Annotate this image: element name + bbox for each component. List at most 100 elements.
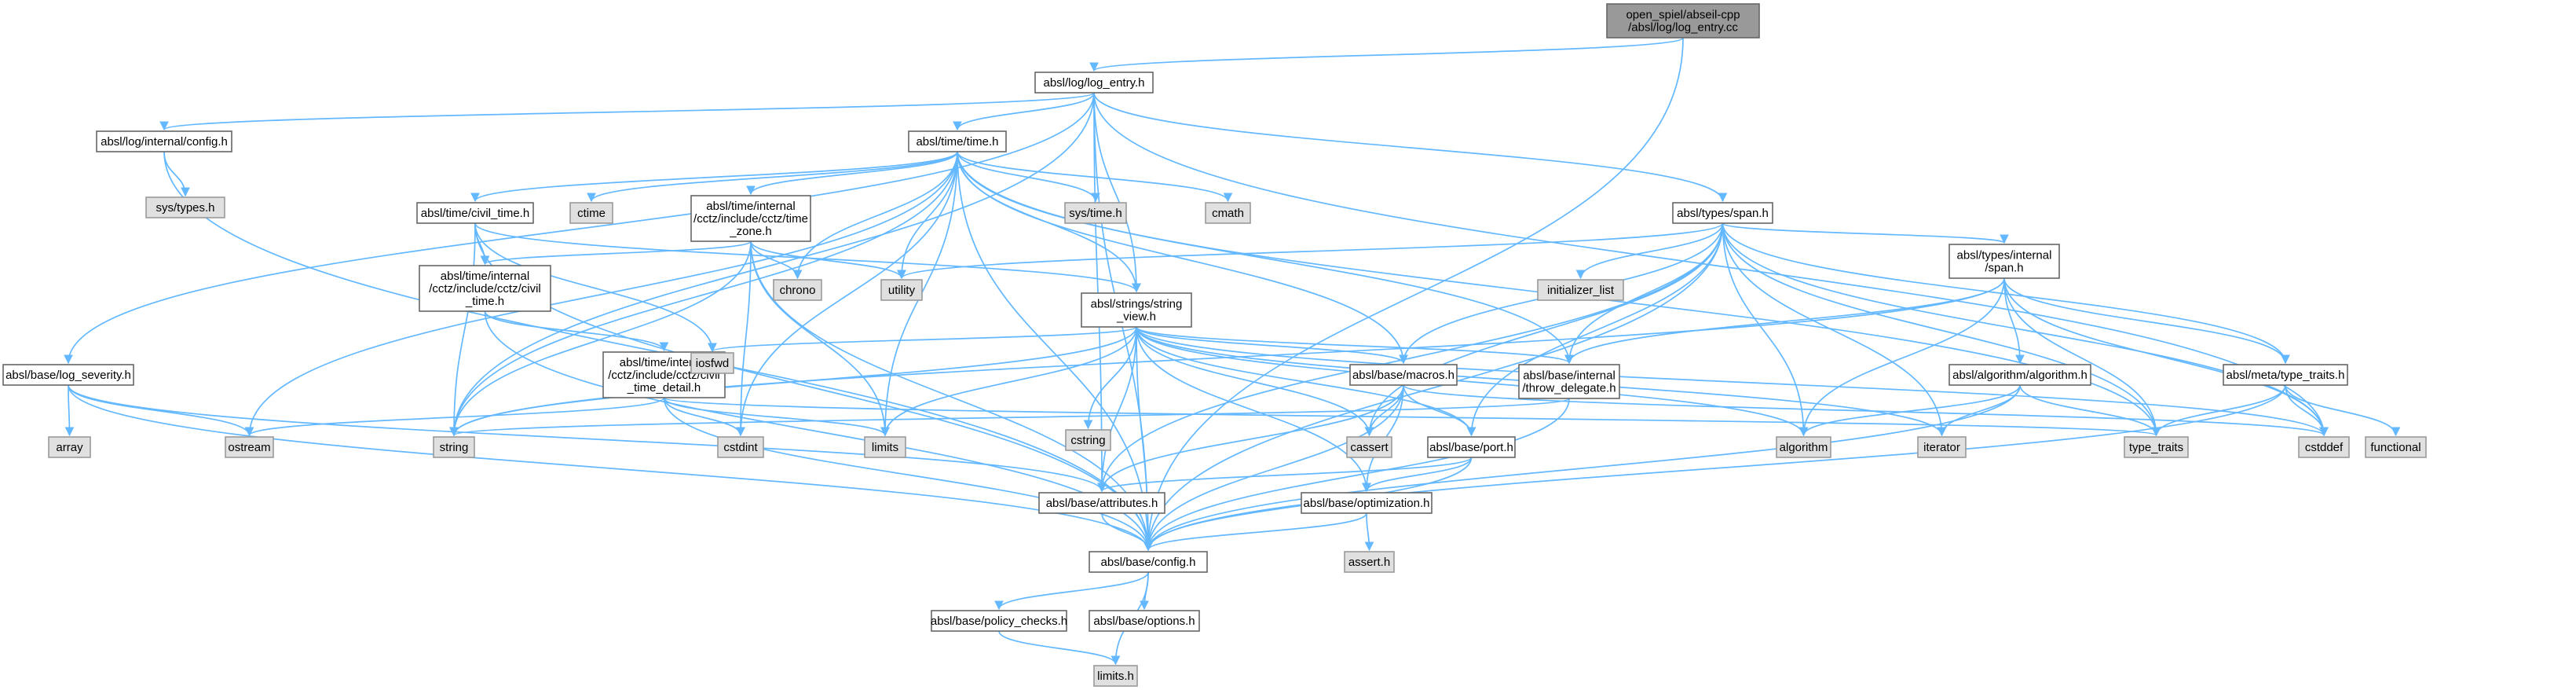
node-label-time_h-0: absl/time/time.h [916,135,998,149]
node-policy_checks[interactable]: absl/base/policy_checks.h [931,610,1067,632]
node-throw_delegate[interactable]: absl/base/internal/throw_delegate.h [1518,364,1620,399]
edge-string_view-to-attributes [1097,326,1137,493]
edge-attributes-to-config [1101,512,1153,552]
node-label-root-1: /absl/log/log_entry.cc [1628,21,1738,35]
edge-civil_time-to-string [449,222,476,437]
node-box-initializer_list [1537,279,1624,301]
node-label-throw_delegate-0: absl/base/internal [1523,369,1615,383]
node-box-algorithm [1776,436,1831,458]
node-label-algorithm-0: algorithm [1780,441,1828,454]
node-label-cstring-0: cstring [1070,434,1105,447]
node-log_entry[interactable]: absl/log/log_entry.h [1034,72,1154,94]
node-label-chrono-0: chrono [780,284,816,297]
node-attributes[interactable]: absl/base/attributes.h [1038,492,1165,514]
edge-log_severity-to-attributes [68,384,1107,493]
node-label-types_internal_span-1: /span.h [1985,262,2023,275]
node-box-config_internal [96,130,232,152]
node-cctz_civil_time[interactable]: absl/time/internal/cctz/include/cctz/civ… [419,265,551,312]
node-type_traits_h[interactable]: absl/meta/type_traits.h [2223,364,2348,386]
edge-type_traits_h-to-functional [2285,384,2401,437]
node-algorithm_h[interactable]: absl/algorithm/algorithm.h [1948,364,2091,386]
edge-civil_time_detail-to-cstdint [663,397,745,437]
node-label-optimization-0: absl/base/optimization.h [1304,497,1430,510]
node-log_severity[interactable]: absl/base/log_severity.h [2,364,134,386]
edge-string_view-to-iosfwd [708,326,1137,353]
edge-root-to-log_entry [1089,37,1684,72]
edge-string_view-to-cassert [1136,326,1374,437]
edge-types_internal_span-to-type_traits_h [2003,277,2290,365]
edge-time_zone-to-chrono [750,240,803,280]
node-label-string-0: string [440,441,469,454]
node-box-iosfwd [690,352,734,374]
node-span[interactable]: absl/types/span.h [1672,202,1773,224]
edge-optimization-to-assert_h [1364,512,1374,552]
edge-throw_delegate-to-config [1143,398,1570,552]
node-root[interactable]: open_spiel/abseil-cpp/absl/log/log_entry… [1606,3,1760,39]
edge-span-to-type_traits_h [1722,222,2290,365]
node-macros[interactable]: absl/base/macros.h [1349,364,1458,386]
node-label-type_traits-0: type_traits [2129,441,2183,454]
node-label-algorithm_h-0: absl/algorithm/algorithm.h [1952,369,2088,382]
node-label-functional-0: functional [2370,441,2420,454]
node-cstdint: cstdint [717,436,764,458]
node-box-time_h [908,130,1007,152]
edge-log_entry-to-span [1093,92,1728,203]
node-box-cstdint [717,436,764,458]
node-config_internal[interactable]: absl/log/internal/config.h [96,130,232,152]
edge-time_h-to-throw_delegate [957,151,1574,365]
edge-policy_checks-to-limits_h [998,630,1121,666]
node-algorithm: algorithm [1776,436,1831,458]
node-box-cstring [1065,429,1111,451]
edge-civil_time_detail-to-type_traits [663,397,2161,437]
node-port[interactable]: absl/base/port.h [1427,436,1516,458]
node-sys_time: sys/time.h [1064,202,1127,224]
edge-types_internal_span-to-algorithm [1798,277,2005,437]
node-config[interactable]: absl/base/config.h [1089,551,1208,573]
node-box-attributes [1038,492,1165,514]
node-options[interactable]: absl/base/options.h [1089,610,1200,632]
node-time_zone[interactable]: absl/time/internal/cctz/include/cctz/tim… [690,195,811,242]
node-label-attributes-0: absl/base/attributes.h [1046,497,1158,510]
edge-port-to-optimization [1362,457,1473,493]
node-box-throw_delegate [1518,364,1620,399]
node-label-time_zone-1: /cctz/include/cctz/time [693,212,808,226]
node-string_view[interactable]: absl/strings/string_view.h [1081,292,1192,328]
node-limits_h: limits.h [1093,665,1138,687]
node-label-civil_time-0: absl/time/civil_time.h [421,207,529,220]
node-label-limits_h-0: limits.h [1097,670,1134,683]
edge-span-to-initializer_list [1575,222,1724,280]
node-box-port [1427,436,1516,458]
edge-string_view-to-cstddef [1136,326,2329,437]
node-cstring: cstring [1065,429,1111,451]
node-box-log_entry [1034,72,1154,94]
node-optimization[interactable]: absl/base/optimization.h [1301,492,1433,514]
node-array: array [48,436,91,458]
node-civil_time[interactable]: absl/time/civil_time.h [416,202,534,224]
edge-log_severity-to-config [68,384,1153,552]
edge-macros-to-port [1403,384,1476,437]
edge-time_h-to-config [957,151,1153,552]
edge-time_h-to-sys_time [957,151,1100,203]
node-label-assert_h-0: assert.h [1348,556,1390,569]
node-utility: utility [880,279,923,301]
node-types_internal_span[interactable]: absl/types/internal/span.h [1948,244,2060,279]
node-box-limits [864,436,906,458]
node-box-assert_h [1344,551,1395,573]
node-label-cctz_civil_time-2: _time.h [465,295,504,308]
node-label-cctz_civil_time-0: absl/time/internal [441,270,529,283]
edge-civil_time_detail-to-limits [663,397,890,437]
node-box-utility [880,279,923,301]
edge-log_entry-to-config_internal [159,92,1095,131]
edge-macros-to-cstddef [1403,384,2329,437]
node-box-policy_checks [931,610,1067,632]
node-label-civil_time_detail-0: absl/time/internal [620,356,708,369]
node-label-log_severity-0: absl/base/log_severity.h [5,369,131,382]
edge-string_view-to-cstring [1083,326,1137,430]
node-time_h[interactable]: absl/time/time.h [908,130,1007,152]
node-label-time_zone-2: _zone.h [729,225,771,238]
edge-civil_time_detail-to-config [663,397,1153,552]
edge-string_view-to-limits [880,326,1137,437]
node-label-cassert-0: cassert [1350,441,1389,454]
node-box-limits_h [1093,665,1138,687]
edge-log_entry-to-string_view [1093,92,1141,293]
